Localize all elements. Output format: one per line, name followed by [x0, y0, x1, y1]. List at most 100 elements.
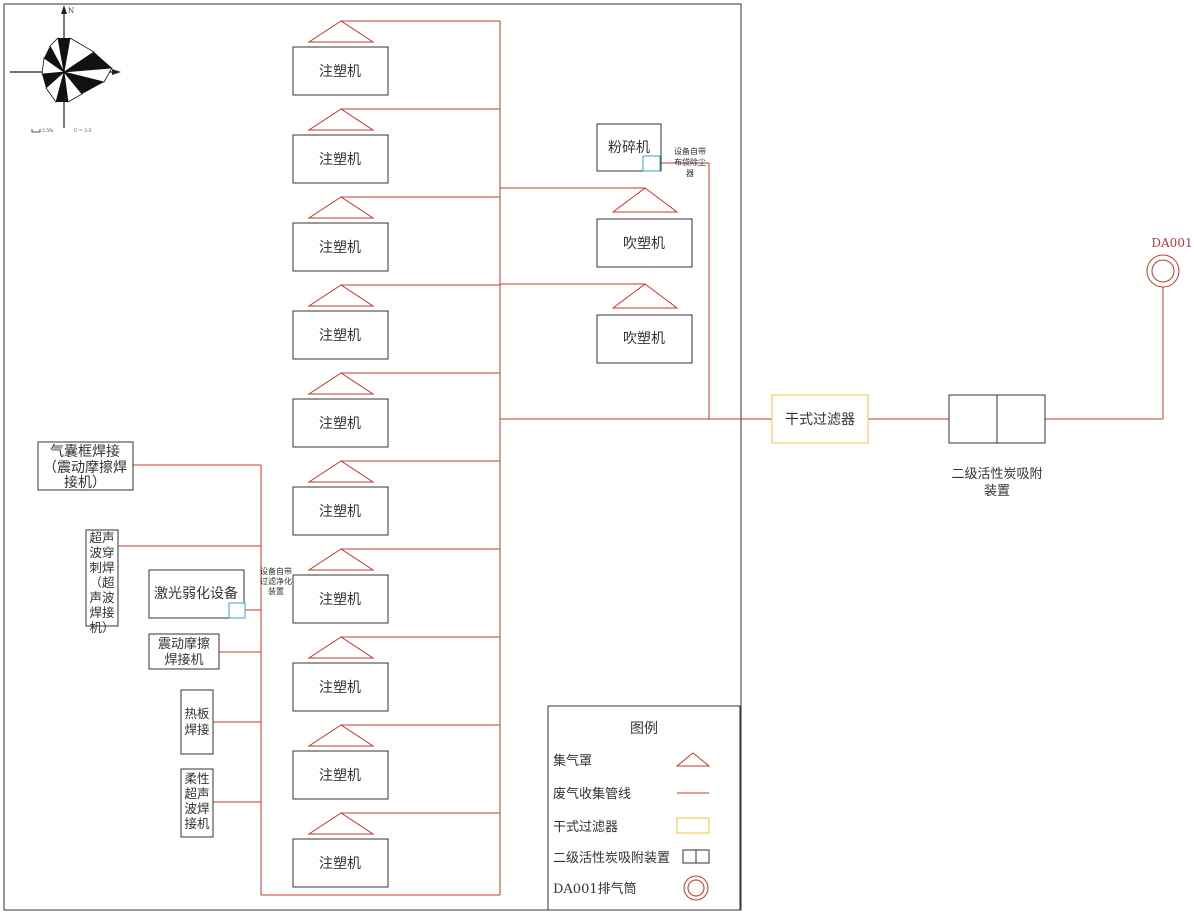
dry-filter-box: [771, 394, 869, 444]
airbag-frame-welder-line-2: （震动摩擦焊: [43, 459, 127, 476]
injection-machine-unit: 注塑机: [292, 636, 500, 712]
vibration-friction-line-2: 焊接机: [164, 652, 203, 668]
compass-north-label: N: [68, 7, 74, 15]
carbon-adsorber-label: 二级活性炭吸附装置: [951, 467, 1042, 499]
injection-machine-label: 注塑机: [319, 240, 361, 256]
collection-hood: [307, 636, 375, 659]
ultrasonic-pierce-line-2: 波穿: [89, 545, 114, 560]
bag-dust-collector: [642, 155, 661, 172]
laser-note: 设备自带过滤净化装置: [260, 566, 292, 596]
injection-machine-label: 注塑机: [319, 592, 361, 608]
ultrasonic-pierce-line-4: （超: [89, 575, 115, 590]
collection-hood: [307, 548, 375, 571]
ultrasonic-pierce-welder-box: [85, 529, 119, 627]
legend-title: 图例: [630, 721, 658, 737]
injection-machine-label: 注塑机: [319, 64, 361, 80]
blow-molding-box-1: [596, 218, 693, 268]
hot-plate-line-1: 热板: [184, 706, 210, 721]
legend-item-label: 废气收集管线: [553, 786, 631, 802]
injection-machine-unit: 注塑机: [292, 372, 500, 448]
dry-filter: 干式过滤器: [771, 394, 869, 444]
blow-molding-label-1: 吹塑机: [623, 236, 665, 252]
injection-machine-label: 注塑机: [319, 152, 361, 168]
carbon-adsorber: 二级活性炭吸附装置: [948, 394, 1046, 499]
injection-machine-box: [292, 662, 389, 712]
compass-scale-bar: [31, 129, 41, 133]
collection-hood: [307, 460, 375, 483]
ultrasonic-pierce-line-5: 声波: [89, 590, 115, 605]
carbon-adsorber-label-line-2: 装置: [984, 484, 1010, 499]
ultrasonic-pierce-line-1: 超声: [89, 530, 114, 545]
stack-icon: [683, 875, 709, 901]
laser-weakening-label: 激光弱化设备: [154, 585, 238, 602]
workshop-boundary: [3, 3, 742, 911]
flexible-ultrasonic-welder-box: [180, 768, 214, 838]
crusher-unit: 粉碎机 设备自带布袋除尘器: [596, 123, 706, 178]
injection-machine-box: [292, 486, 389, 536]
ultrasonic-pierce-line-6: 焊接: [89, 605, 115, 620]
flexible-ultrasonic-line-1: 柔性: [184, 771, 209, 786]
vibration-friction-line-1: 震动摩擦: [158, 636, 210, 652]
collection-hood: [307, 372, 375, 395]
injection-machine-unit: 注塑机: [292, 108, 500, 184]
pipe-network: [260, 21, 1164, 896]
laser-weakening-box: [148, 569, 245, 619]
dry-filter-label: 干式过滤器: [785, 412, 855, 428]
compass-scale-label: 2.5%: [42, 128, 54, 134]
ultrasonic-pierce-line-7: 机）: [89, 620, 114, 635]
ultrasonic-pierce-welder-label: 超声波穿刺焊（超声波焊接机）: [89, 530, 115, 635]
crusher-label: 粉碎机: [608, 140, 650, 156]
crusher-note-line-1: 设备自带: [674, 146, 706, 156]
laser-filter-unit: [228, 602, 246, 619]
vibration-friction-welder-label: 震动摩擦焊接机: [158, 636, 210, 668]
legend-box: [547, 705, 741, 911]
collection-hood: [307, 284, 375, 307]
crusher-note-line-3: 器: [686, 169, 694, 178]
flexible-ultrasonic-line-3: 波焊: [184, 801, 209, 816]
crusher-note: 设备自带布袋除尘器: [674, 146, 706, 178]
compass-calm-label: C = 3.3: [74, 128, 91, 134]
injection-machine-box: [292, 310, 389, 360]
carbon-adsorber-stage-1: [948, 394, 998, 444]
injection-machine-unit: 注塑机: [292, 196, 500, 272]
blow-molding-group: 吹塑机 吹塑机: [596, 187, 693, 364]
injection-machine-box: [292, 574, 389, 624]
carbon-adsorber-icon: [682, 849, 710, 864]
laser-note-line-1: 设备自带: [260, 566, 292, 576]
legend-item-label: 干式过滤器: [553, 820, 618, 835]
ultrasonic-pierce-line-3: 刺焊: [89, 560, 114, 575]
legend-item-label: DA001排气筒: [553, 881, 637, 897]
wind-rose: [41, 37, 113, 103]
welding-equipment: 气囊框焊接（震动摩擦焊接机） 超声波穿刺焊（超声波焊接机） 激光弱化设备 设备自…: [37, 441, 292, 838]
collection-hood: [307, 196, 375, 219]
airbag-frame-welder-line-1: 气囊框焊接: [50, 443, 120, 460]
injection-machine-unit: 注塑机: [292, 812, 500, 888]
hot-plate-welder-label: 热板焊接: [184, 706, 210, 737]
injection-machine-label: 注塑机: [319, 768, 361, 784]
compass-east-arrowhead: [112, 69, 121, 75]
injection-machine-label: 注塑机: [319, 504, 361, 520]
hot-plate-welder-box: [180, 689, 214, 755]
dry-filter-icon: [676, 817, 710, 834]
injection-machine-unit: 注塑机: [292, 284, 500, 360]
carbon-adsorber-label-line-1: 二级活性炭吸附: [951, 467, 1042, 482]
injection-machine-box: [292, 46, 389, 96]
airbag-frame-welder-label: 气囊框焊接（震动摩擦焊接机）: [43, 443, 127, 491]
collection-hood: [307, 108, 375, 131]
flexible-ultrasonic-line-4: 接机: [184, 816, 210, 831]
injection-machine-unit: 注塑机: [292, 20, 500, 96]
blow-molding-box-2: [596, 314, 693, 364]
compass: N 2.5% C = 3.3: [10, 5, 121, 134]
compass-north-arrowhead: [61, 5, 67, 14]
carbon-adsorber-stage-2: [996, 394, 1046, 444]
flexible-ultrasonic-welder-label: 柔性超声波焊接机: [184, 771, 210, 831]
collection-hood: [307, 724, 375, 747]
stack-inner-ring: [1151, 259, 1175, 283]
injection-machine-label: 注塑机: [319, 680, 361, 696]
hot-plate-line-2: 焊接: [184, 722, 210, 737]
injection-machine-label: 注塑机: [319, 416, 361, 432]
exhaust-stack: DA001: [1146, 236, 1193, 288]
injection-machine-box: [292, 222, 389, 272]
